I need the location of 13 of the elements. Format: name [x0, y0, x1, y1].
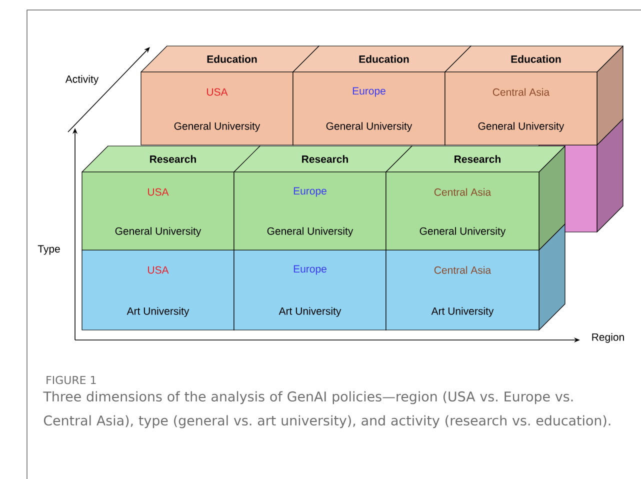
- figure-number: FIGURE 1: [46, 376, 96, 384]
- axis-label: Region: [592, 333, 624, 343]
- node-label: Research: [302, 155, 348, 163]
- node-label: Education: [207, 55, 257, 63]
- node-label: Education: [359, 55, 409, 63]
- axis-label: Type: [38, 245, 60, 255]
- cube: Education Central Asia General University: [444, 46, 624, 146]
- node-label: Research: [454, 155, 500, 163]
- node-label: Education: [511, 55, 561, 63]
- axis-label: Activity: [65, 75, 99, 85]
- node-label: Research: [150, 155, 196, 163]
- caption: Three dimensions of the analysis of GenAI policies—region (USA vs. Europe vs. Central Asia), type (general vs. art university), and activity (research vs. education).: [43, 391, 610, 428]
- cube: Research Central Asia General University: [386, 146, 566, 250]
